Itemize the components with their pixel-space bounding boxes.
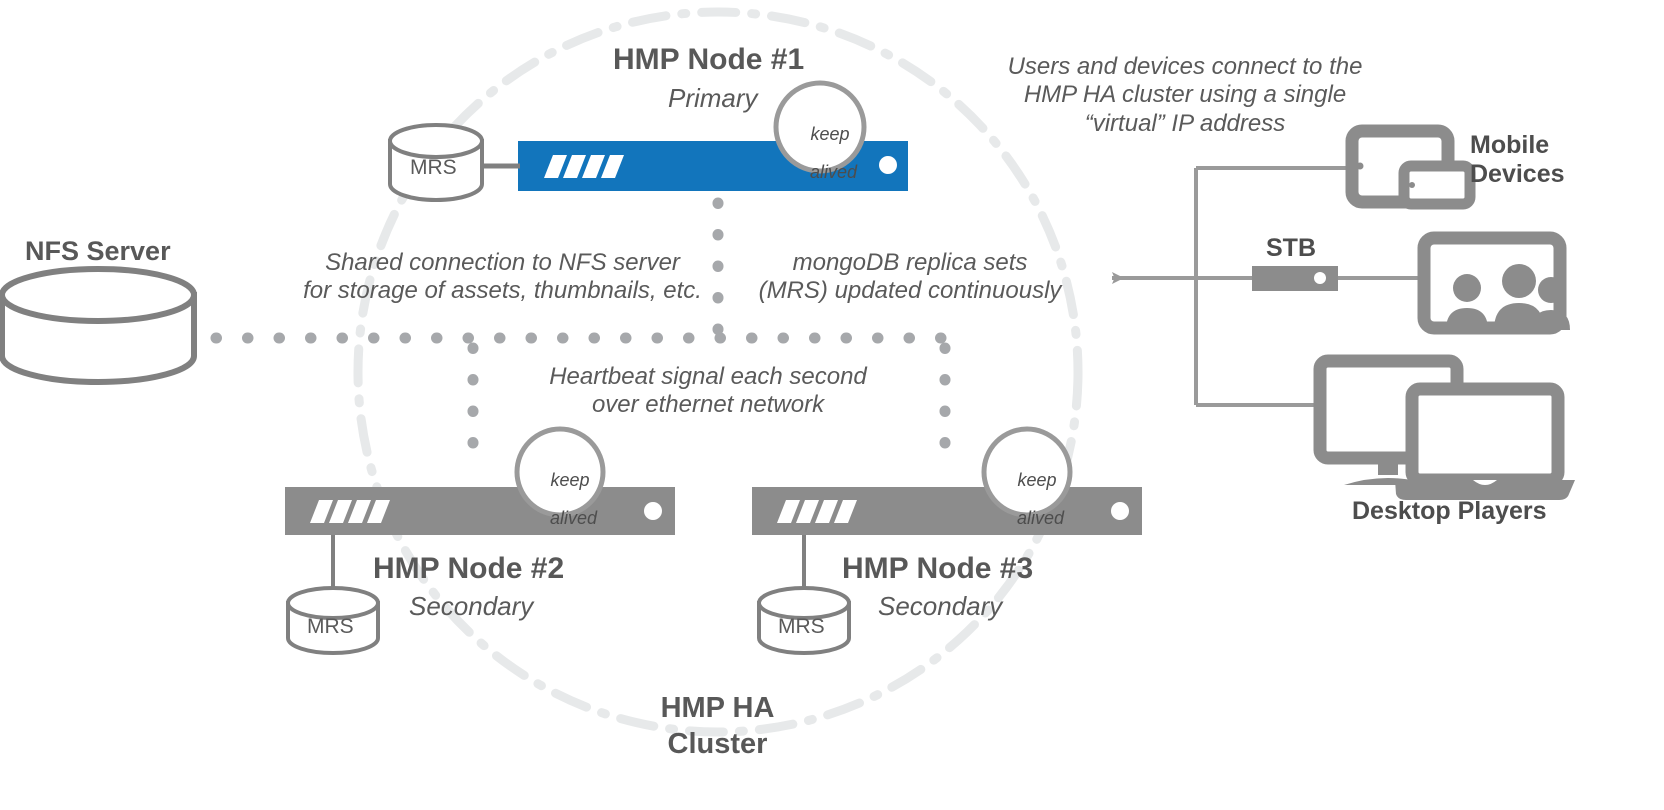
nfs-server-icon bbox=[0, 266, 197, 385]
hmp-node-1-keepalived-label: keep alived bbox=[790, 106, 857, 200]
hmp-node-2-title: HMP Node #2 bbox=[373, 552, 565, 585]
keepalived-line-1: keep bbox=[1017, 469, 1057, 490]
node1-mrs-label: MRS bbox=[410, 156, 457, 179]
hmp-node-2-server-icon bbox=[285, 487, 675, 535]
annotation-virtual-ip: Users and devices connect to the HMP HA … bbox=[1007, 53, 1363, 137]
keepalived-line-1: keep bbox=[550, 469, 590, 490]
hmp-node-1-role: Primary bbox=[668, 83, 758, 113]
annotation-heartbeat: Heartbeat signal each second over ethern… bbox=[549, 363, 867, 419]
set-top-box-icon bbox=[1252, 266, 1338, 291]
node2-mrs-label: MRS bbox=[307, 615, 354, 638]
laptop-icon bbox=[1395, 382, 1575, 500]
hmp-node-1-title: HMP Node #1 bbox=[613, 43, 805, 76]
hmp-node-2-keepalived-icon bbox=[514, 426, 606, 518]
desktop-players-label: Desktop Players bbox=[1352, 497, 1547, 525]
keepalived-line-1: keep bbox=[810, 123, 850, 144]
node3-mrs-icon bbox=[757, 586, 851, 655]
hmp-node-3-server-icon bbox=[752, 487, 1142, 535]
nfs-server-label: NFS Server bbox=[25, 236, 171, 266]
node1-mrs-icon bbox=[388, 123, 484, 202]
keepalived-line-2: alived bbox=[810, 161, 858, 182]
annotation-nfs-shared-connection: Shared connection to NFS server for stor… bbox=[303, 249, 702, 305]
hmp-node-3-role: Secondary bbox=[878, 591, 1003, 621]
keepalived-line-2: alived bbox=[550, 507, 598, 528]
node2-mrs-icon bbox=[286, 586, 380, 655]
annotation-mongodb-replica-sets: mongoDB replica sets (MRS) updated conti… bbox=[758, 249, 1062, 305]
tv-viewers-icon bbox=[1417, 231, 1570, 335]
ha-cluster-boundary bbox=[353, 7, 1083, 737]
client-network-wiring bbox=[1112, 166, 1422, 407]
hmp-node-2-keepalived-label: keep alived bbox=[530, 452, 597, 546]
keepalived-line-2: alived bbox=[1017, 507, 1065, 528]
mobile-devices-label: Mobile Devices bbox=[1470, 131, 1565, 188]
hmp-node-1-keepalived-icon bbox=[773, 80, 867, 174]
smartphone-icon bbox=[1398, 160, 1476, 210]
hmp-node-3-keepalived-icon bbox=[981, 426, 1073, 518]
hmp-node-3-keepalived-label: keep alived bbox=[997, 452, 1064, 546]
hmp-node-3-title: HMP Node #3 bbox=[842, 552, 1034, 585]
node3-mrs-label: MRS bbox=[778, 615, 825, 638]
ha-cluster-label: HMP HA Cluster bbox=[660, 692, 775, 761]
stb-label: STB bbox=[1266, 234, 1316, 262]
hmp-node-2-role: Secondary bbox=[409, 591, 534, 621]
